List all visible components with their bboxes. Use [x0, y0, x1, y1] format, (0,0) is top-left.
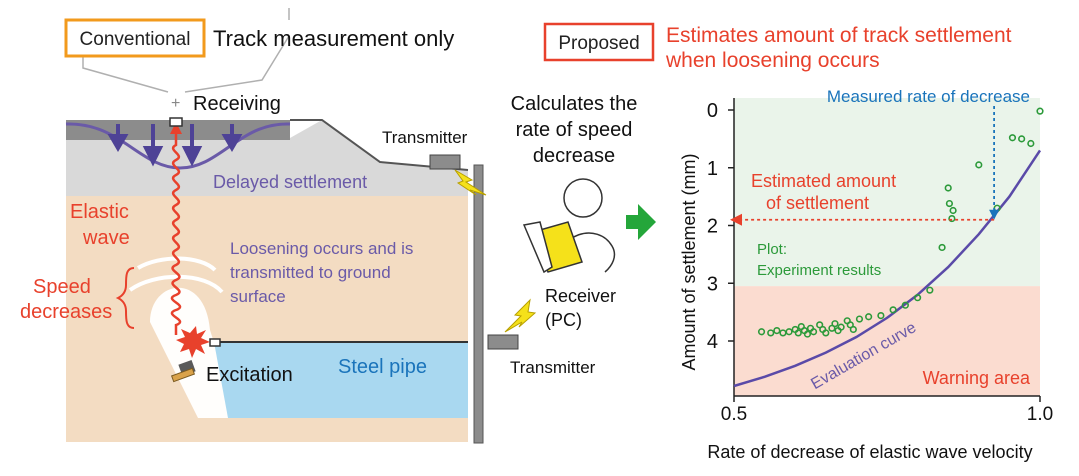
- experiment-point: [944, 184, 952, 192]
- ground-cross-section: + Receiving: [65, 93, 537, 444]
- warning-area-label: Warning area: [923, 368, 1031, 388]
- settlement-chart: 0 1 2 3 4 0.5 1.0 Amount of settlement (mm) Ra…: [679, 87, 1053, 462]
- lightning-bolt-icon: [454, 169, 487, 196]
- conventional-label: Conventional: [80, 29, 191, 50]
- experiment-point: [1027, 139, 1035, 148]
- transmitter-bottom-label: Transmitter: [510, 358, 596, 377]
- experiment-point: [1008, 134, 1017, 142]
- speed-label-2: decreases: [20, 301, 112, 323]
- experiment-point: [1018, 135, 1026, 143]
- experiment-point: [785, 328, 793, 336]
- chart-ylabel: Amount of settlement (mm): [679, 153, 699, 370]
- transmitter-top-box: [429, 154, 461, 170]
- transmitter-bottom-box: [487, 334, 519, 350]
- proposed-header: Proposed Estimates amount of track settl…: [543, 22, 1012, 72]
- experiment-point: [945, 199, 954, 208]
- experiment-point: [877, 311, 885, 320]
- receiver-label-1: Receiver: [545, 286, 616, 306]
- transmitter-top-label: Transmitter: [382, 128, 468, 147]
- chart-safe-area: [734, 98, 1040, 287]
- experiment-point: [831, 320, 839, 328]
- proposed-label: Proposed: [558, 33, 639, 54]
- green-right-arrow-icon: [626, 204, 656, 240]
- experiment-point: [837, 323, 845, 331]
- delayed-settlement-label: Delayed settlement: [213, 172, 367, 192]
- speed-brace: [115, 267, 135, 329]
- plot-label-2: Experiment results: [757, 262, 881, 279]
- experiment-point: [794, 329, 802, 337]
- experiment-point: [975, 161, 983, 169]
- estimated-amount-label-1: Estimated amount: [751, 171, 896, 191]
- loosening-label-2: transmitted to ground: [230, 263, 391, 282]
- y-tick-label: 2: [707, 216, 718, 238]
- estimated-arrowhead: [730, 213, 742, 226]
- proposed-line-1: Estimates amount of track settlement: [666, 24, 1012, 47]
- chart-warning-area: [734, 286, 1040, 396]
- y-tick-label: 1: [707, 158, 718, 180]
- elastic-wave-label-1: Elastic: [70, 201, 129, 223]
- experiment-point: [938, 243, 946, 252]
- conventional-text: Track measurement only: [213, 26, 454, 51]
- receiver-label-2: (PC): [545, 310, 582, 330]
- experiment-point: [809, 328, 818, 336]
- calc-label-3: decrease: [533, 145, 615, 167]
- receiving-label: Receiving: [193, 93, 281, 115]
- receiving-sensor: [169, 117, 183, 127]
- experiment-point: [822, 329, 830, 337]
- settlement-curve: [65, 122, 291, 170]
- steel-pole: [473, 164, 484, 444]
- x-tick-label: 0.5: [721, 404, 747, 425]
- measured-arrowhead: [989, 209, 1000, 220]
- person-with-pc-icon: [522, 178, 616, 274]
- steel-pipe-area: [214, 342, 468, 418]
- experiment-point: [889, 306, 897, 314]
- receiving-plus-icon: +: [171, 95, 180, 112]
- excitation-burst-icon: [176, 326, 210, 358]
- hammer-icon: [170, 359, 196, 383]
- experiment-point: [849, 325, 857, 334]
- elastic-wave: [170, 128, 182, 335]
- calc-label-1: Calculates the: [511, 93, 638, 115]
- evaluation-curve-line: [733, 149, 1042, 388]
- experiment-point: [901, 301, 909, 309]
- excitation-label: Excitation: [206, 364, 293, 386]
- experiment-point: [926, 286, 934, 294]
- lightning-bolt-icon: [504, 298, 537, 333]
- loosening-label-3: surface: [230, 287, 286, 306]
- experiment-point: [757, 328, 766, 336]
- y-tick-label: 4: [707, 331, 718, 353]
- steel-pipe-label: Steel pipe: [338, 356, 427, 378]
- chart-xlabel: Rate of decrease of elastic wave velocit…: [707, 442, 1032, 462]
- experiment-point: [1036, 107, 1044, 115]
- loosening-label-1: Loosening occurs and is: [230, 239, 413, 258]
- experiment-point: [855, 315, 864, 323]
- conventional-header: Conventional Track measurement only: [64, 8, 454, 93]
- calc-label-2: rate of speed: [516, 119, 633, 141]
- proposed-badge: [543, 22, 655, 62]
- experiment-point: [773, 327, 781, 335]
- measured-rate-label: Measured rate of decrease: [827, 87, 1030, 106]
- proposed-line-2: when loosening occurs: [665, 49, 880, 72]
- estimated-amount-label-2: of settlement: [766, 193, 869, 213]
- x-tick-label: 1.0: [1027, 404, 1053, 425]
- plot-label-1: Plot:: [757, 241, 787, 258]
- settlement-arrows: [107, 124, 243, 167]
- elastic-wave-label-2: wave: [82, 227, 130, 249]
- experiment-point: [949, 206, 957, 215]
- experiment-point: [767, 329, 775, 337]
- y-tick-label: 3: [707, 273, 718, 295]
- conventional-badge: [64, 18, 206, 58]
- diagram-labels: Transmitter Delayed settlement Elastic w…: [20, 93, 637, 386]
- experiment-point: [948, 214, 956, 223]
- experiment-point: [803, 330, 812, 338]
- experiment-point: [913, 294, 922, 302]
- experiment-point: [865, 313, 873, 321]
- speed-label-1: Speed: [33, 276, 91, 298]
- y-tick-label: 0: [707, 100, 718, 122]
